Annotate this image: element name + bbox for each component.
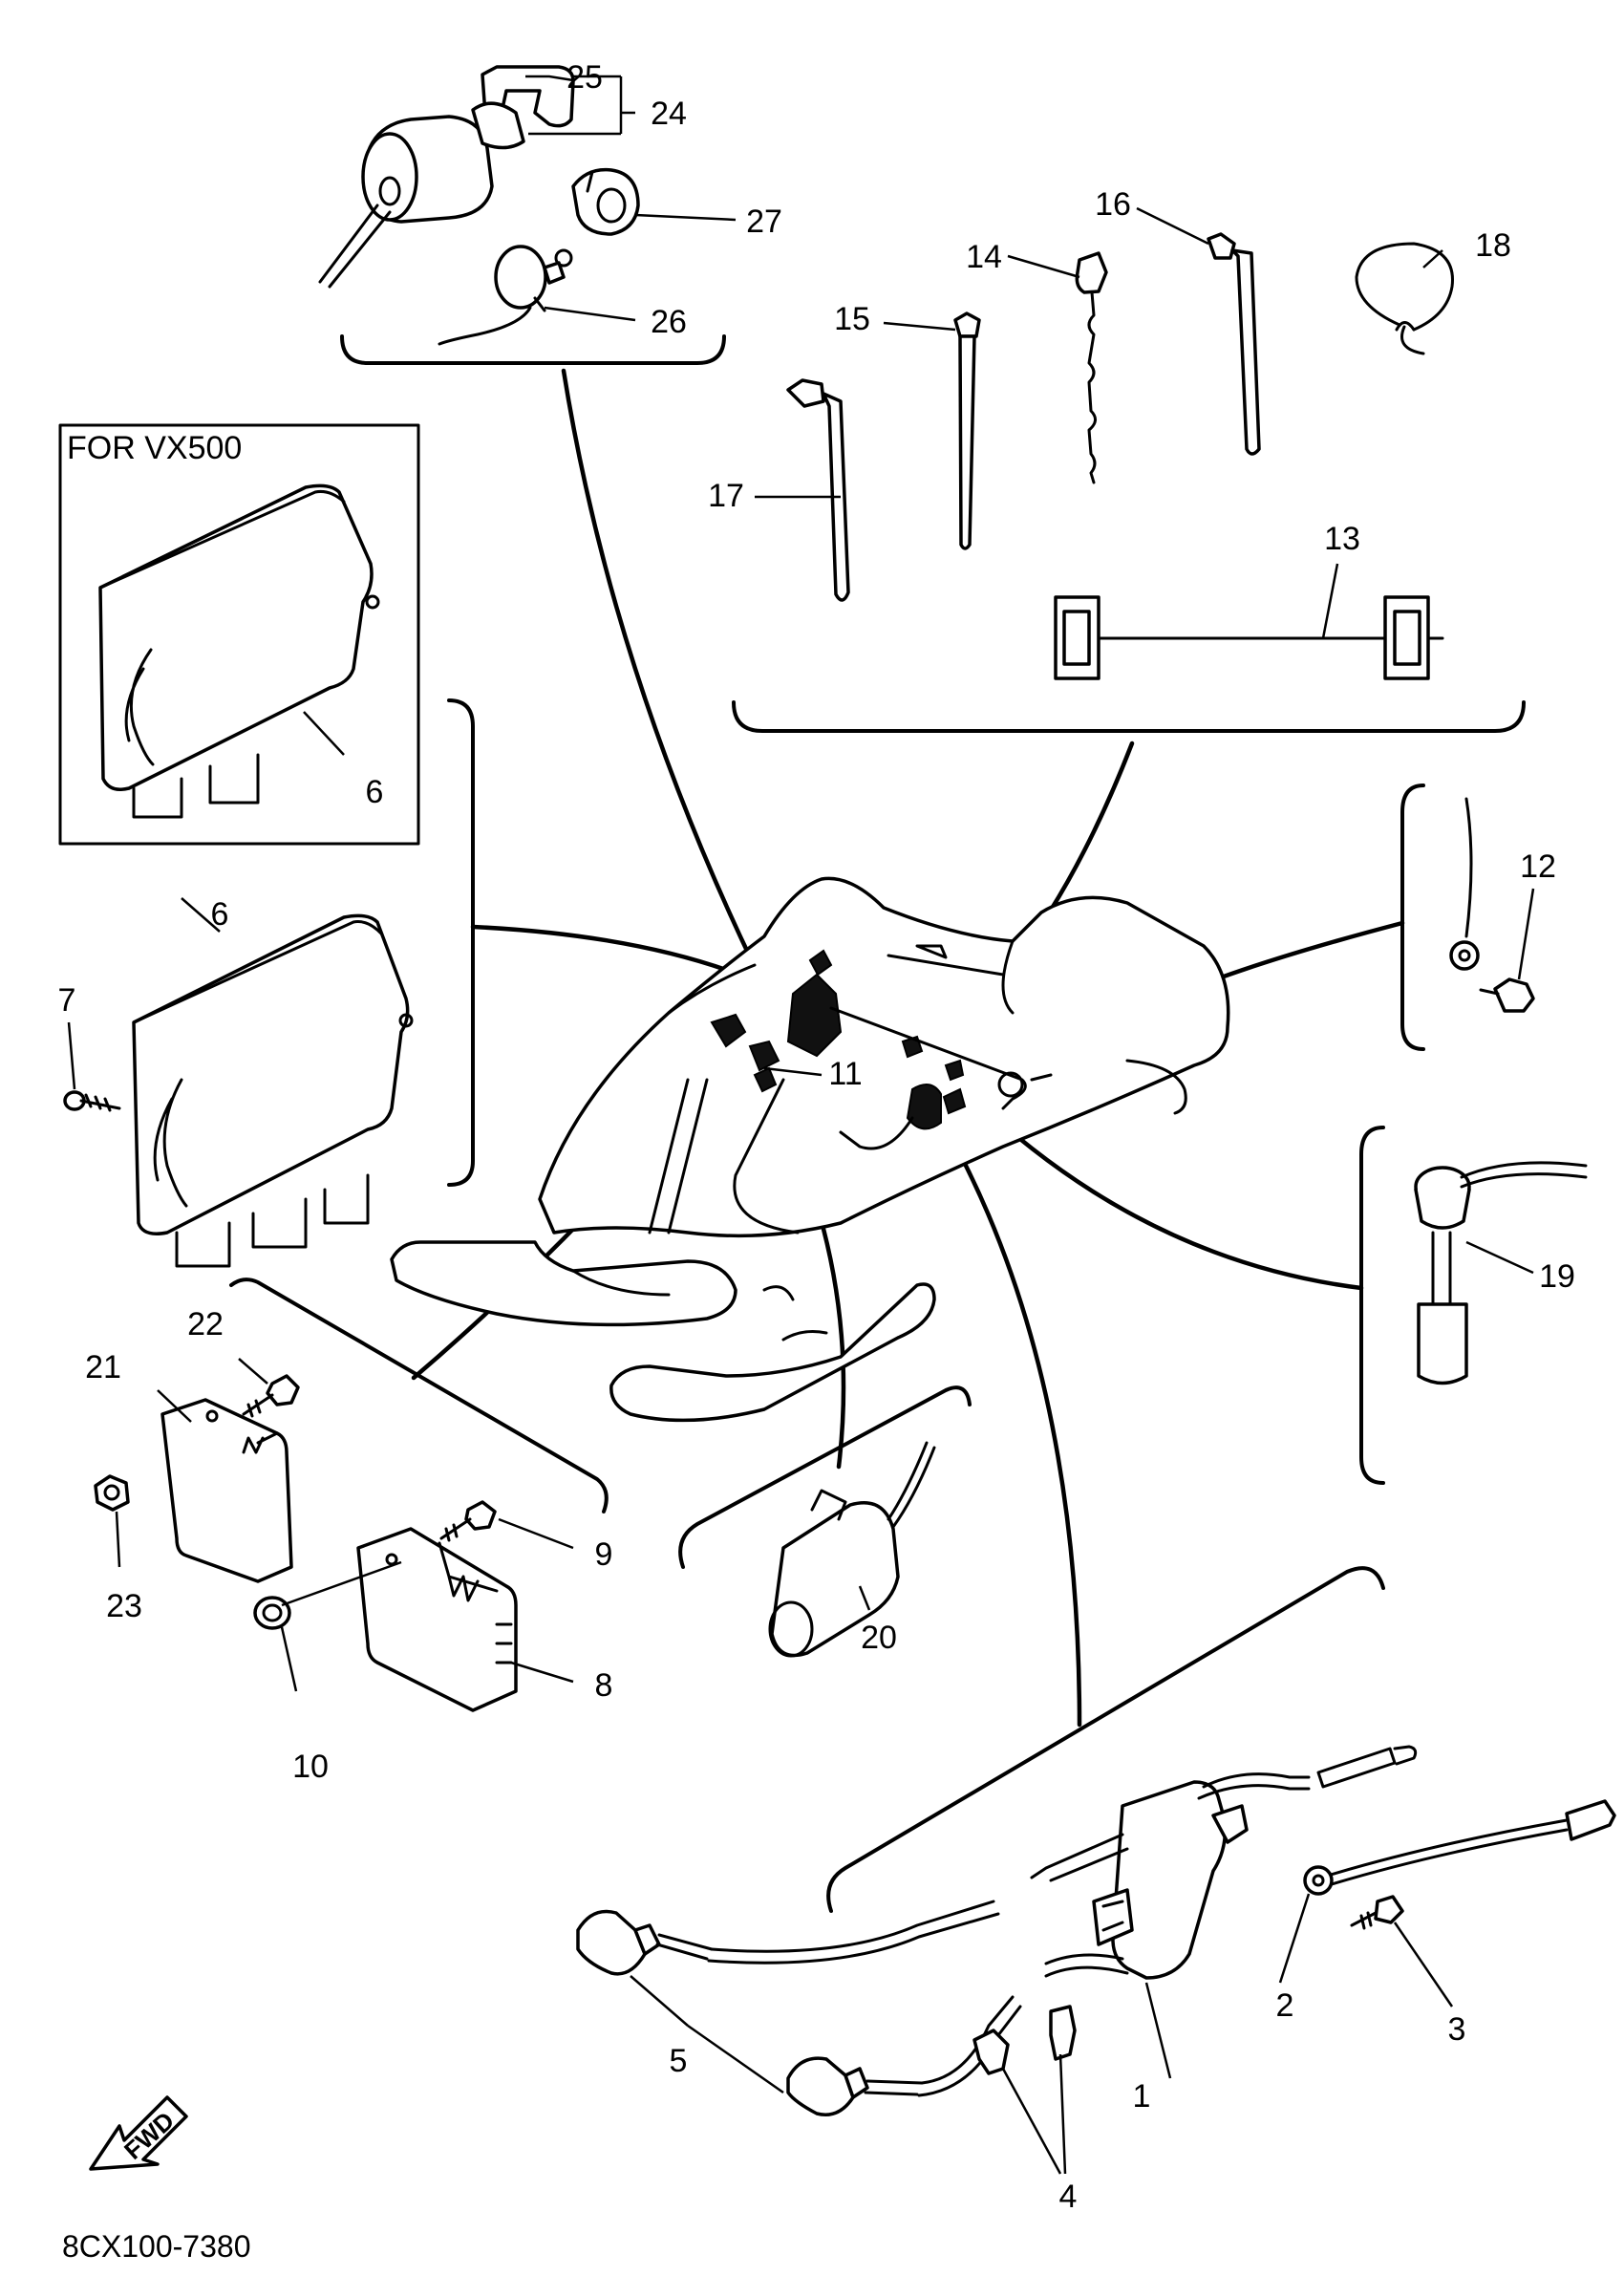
snowmobile-chassis [390,876,1230,1423]
callout-8: 8 [595,1667,613,1704]
callout-6: 6 [211,896,229,933]
callout-6-inset: 6 [366,774,384,810]
lock-ring-27 [571,167,640,236]
leader-lines [67,75,1535,2175]
main-switch-assembly [318,65,621,289]
lead-12 [1449,797,1535,1013]
clamp-14 [1075,251,1108,484]
callout-20: 20 [861,1620,897,1656]
callout-25: 25 [566,59,603,96]
arrow-left-down-icon: FWD [89,2095,188,2171]
callout-12: 12 [1520,848,1556,885]
plug-caps-5 [576,1900,1022,2116]
callout-15: 15 [834,301,870,337]
bolt-9 [439,1500,497,1542]
callout-19: 19 [1539,1258,1575,1295]
callout-4: 4 [1059,2179,1078,2215]
sensor-19 [1414,1161,1588,1385]
callout-14: 14 [966,239,1002,275]
callout-27: 27 [746,204,782,240]
callout-10: 10 [292,1749,329,1785]
clamps-4 [972,2005,1077,2075]
band-15 [953,311,981,550]
bolt-7 [63,1090,121,1112]
callout-26: 26 [651,304,687,340]
callout-1: 1 [1133,2078,1151,2115]
ignition-coil-1 [1030,1745,1418,1980]
cdi-unit-6 [132,913,414,1268]
strap-13 [1054,595,1444,680]
callout-5: 5 [670,2043,688,2079]
callout-21: 21 [85,1349,121,1385]
callout-23: 23 [106,1588,142,1624]
screw-3 [1350,1895,1404,1930]
condenser-20 [768,1441,936,1658]
vx500-inset [58,423,420,846]
callout-9: 9 [595,1536,613,1573]
callout-22: 22 [187,1306,224,1342]
callout-3: 3 [1448,2011,1466,2048]
callout-18: 18 [1475,227,1511,264]
bolt-22 [242,1374,300,1418]
collar-10 [253,1596,291,1630]
inset-label: FOR VX500 [67,430,242,466]
band-17 [786,378,850,602]
lead-2 [1303,1799,1616,1896]
callout-7: 7 [58,982,76,1019]
unit-21 [160,1398,293,1583]
group-brackets [229,334,1526,1913]
callout-11: 11 [828,1056,862,1092]
unit-8 [356,1527,518,1712]
callout-13: 13 [1324,521,1360,557]
band-16 [1207,232,1261,456]
callout-24: 24 [651,96,687,132]
nut-23 [94,1474,130,1512]
callout-17: 17 [708,478,744,514]
callout-16: 16 [1095,186,1131,223]
clip-18 [1355,242,1454,355]
callout-2: 2 [1276,1987,1294,2024]
switch-26 [438,245,573,346]
drawing-code: 8CX100-7380 [62,2229,250,2264]
callout-numbers: 1 2 3 4 5 6 6 7 8 9 10 11 12 13 14 15 16… [58,59,1575,2215]
